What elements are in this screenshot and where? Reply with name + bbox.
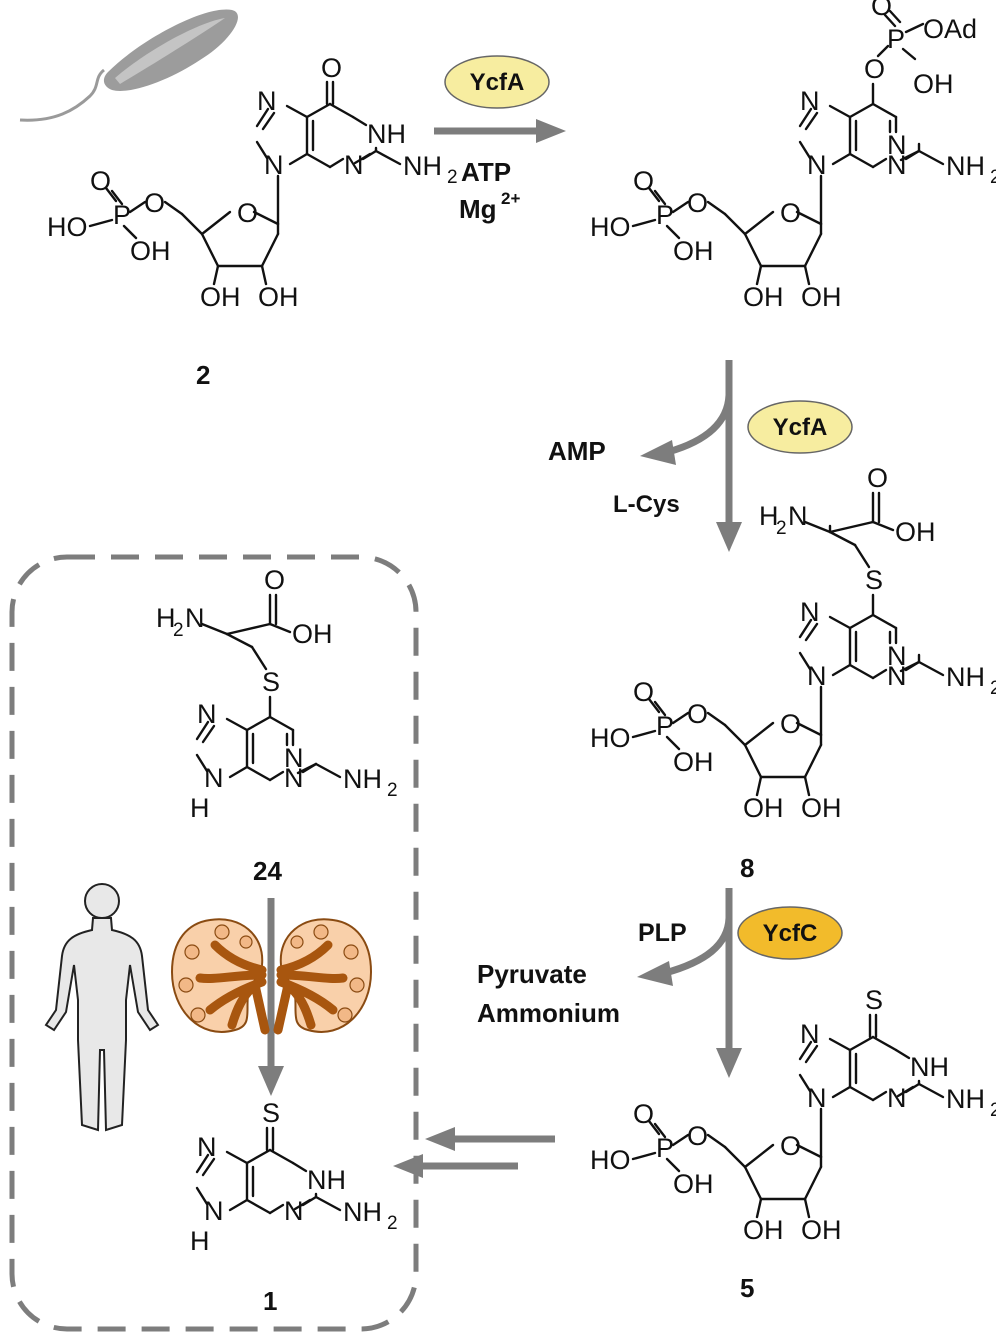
compound-8-structure: S H 2 N O OH bbox=[588, 463, 996, 825]
atom-adenyl-oxo: O bbox=[871, 0, 892, 21]
reagent-mg-charge: 2+ bbox=[501, 189, 520, 208]
arrow-step3 bbox=[637, 888, 742, 1078]
atom-n9-h: H bbox=[190, 793, 210, 823]
reagent-plp: PLP bbox=[638, 919, 687, 947]
adenylate-intermediate-structure: O P O OAd OH bbox=[588, 0, 996, 314]
atom-cys-carbonyl-o: O bbox=[264, 565, 285, 595]
atom-cys-carbonyl-o: O bbox=[867, 463, 888, 493]
compound-1-structure: NH N NH 2 N N H S bbox=[190, 1098, 398, 1256]
atom-n3: N bbox=[284, 763, 304, 793]
atom-cys-h2n-h: H bbox=[156, 603, 176, 633]
reagent-lcys: L-Cys bbox=[613, 491, 680, 518]
atom-cys-h2n-n: N bbox=[185, 603, 205, 633]
atom-n3: N bbox=[284, 1196, 304, 1226]
atom-nh: NH bbox=[307, 1165, 346, 1195]
atom-adenyl-p: P bbox=[887, 24, 905, 54]
compound-2-structure: O bbox=[45, 53, 459, 314]
enzyme-label-ycfc: YcfC bbox=[763, 920, 818, 947]
reagent-mg: Mg bbox=[459, 194, 497, 224]
kidney-icon bbox=[170, 918, 373, 1035]
compound-label-2: 2 bbox=[196, 360, 210, 390]
atom-link-o: O bbox=[864, 54, 885, 84]
enzyme-badge-ycfc: YcfC bbox=[737, 906, 843, 960]
compound-5-structure: S bbox=[588, 985, 996, 1247]
compound-label-1: 1 bbox=[263, 1286, 277, 1316]
atom-amine-n: NH bbox=[343, 1197, 382, 1227]
atom-thione-s: S bbox=[262, 1098, 280, 1128]
enzyme-badge-ycfa-2: YcfA bbox=[747, 400, 853, 454]
atom-keto-o: O bbox=[321, 53, 342, 83]
atom-n9: N bbox=[204, 763, 224, 793]
reagent-ammonium: Ammonium bbox=[477, 998, 620, 1028]
enzyme-badge-ycfa-1: YcfA bbox=[444, 55, 550, 109]
compound-24-structure: N N NH 2 N N H S H 2 N O OH bbox=[156, 565, 398, 823]
atom-n7: N bbox=[197, 699, 217, 729]
atom-n1: N bbox=[284, 743, 304, 773]
bacterium-icon bbox=[19, 9, 238, 122]
atom-cys-h2n-h: H bbox=[759, 501, 779, 531]
atom-thioether-s: S bbox=[262, 667, 280, 697]
atom-cys-h2n-sub: 2 bbox=[776, 518, 787, 539]
human-body-icon bbox=[44, 883, 160, 1132]
atom-adenyl-oh: OH bbox=[913, 69, 954, 99]
reagent-pyruvate: Pyruvate bbox=[477, 959, 587, 989]
atom-n9: N bbox=[204, 1196, 224, 1226]
compound-label-8: 8 bbox=[740, 853, 754, 883]
atom-cys-oh: OH bbox=[292, 619, 333, 649]
atom-amine-sub: 2 bbox=[387, 780, 398, 801]
atom-thione-s: S bbox=[865, 985, 883, 1015]
atom-cys-h2n-n: N bbox=[788, 501, 808, 531]
atom-n9-h: H bbox=[190, 1226, 210, 1256]
arrow-step1 bbox=[434, 119, 566, 143]
arrow-24-to-1 bbox=[258, 898, 284, 1096]
atom-cys-oh: OH bbox=[895, 517, 936, 547]
human-metabolism-box bbox=[9, 554, 419, 1332]
atom-cys-h2n-sub: 2 bbox=[173, 620, 184, 641]
arrow-step2 bbox=[640, 360, 742, 552]
reagent-amp: AMP bbox=[548, 436, 606, 466]
compound-label-5: 5 bbox=[740, 1273, 754, 1303]
atom-amine-n: NH bbox=[343, 764, 382, 794]
atom-thioether-s: S bbox=[865, 565, 883, 595]
atom-amine-sub: 2 bbox=[387, 1213, 398, 1234]
reagent-atp: ATP bbox=[461, 157, 511, 187]
compound-label-24: 24 bbox=[253, 856, 282, 886]
atom-oad: OAd bbox=[923, 14, 977, 44]
enzyme-label-ycfa-1: YcfA bbox=[470, 69, 525, 96]
enzyme-label-ycfa-2: YcfA bbox=[773, 414, 828, 441]
atom-n7: N bbox=[197, 1132, 217, 1162]
